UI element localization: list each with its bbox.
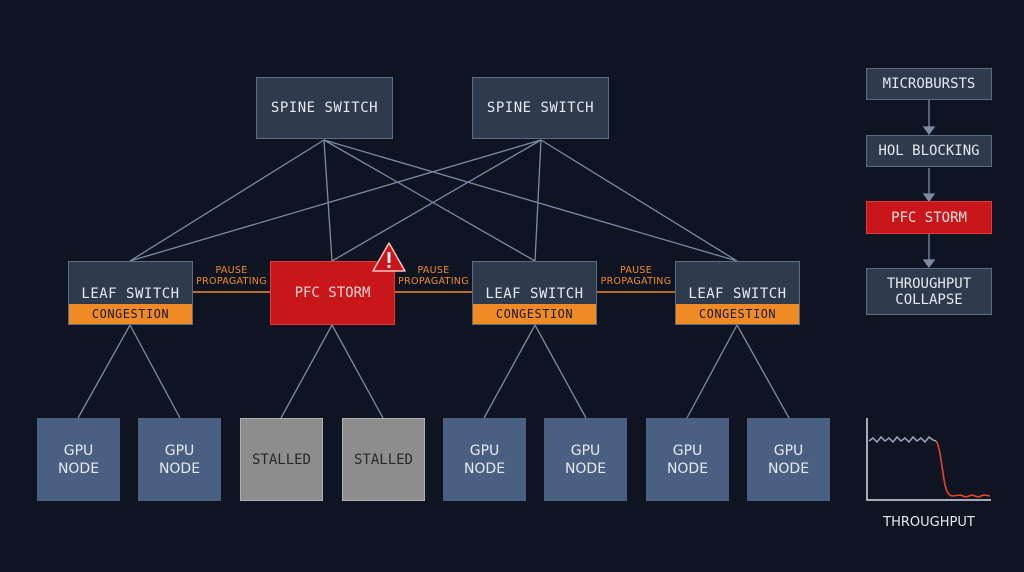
link-leaf1-node1	[77, 324, 131, 419]
flow-step-label: HOL BLOCKING	[878, 143, 980, 159]
link-leaf2-node6	[534, 324, 587, 419]
congestion-badge: CONGESTION	[473, 304, 596, 324]
flow-step-microbursts[interactable]: MICROBURSTS	[866, 68, 992, 100]
gpu-node-label: GPU NODE	[666, 442, 709, 477]
throughput-label: THROUGHPUT	[883, 515, 975, 530]
gpu-node-6[interactable]: GPU NODE	[747, 418, 830, 501]
stalled-node-label: STALLED	[353, 451, 413, 468]
leaf-switch-2[interactable]: LEAF SWITCH CONGESTION	[472, 261, 597, 325]
flow-step-hol-blocking[interactable]: HOL BLOCKING	[866, 135, 992, 167]
flow-step-throughput-collapse[interactable]: THROUGHPUT COLLAPSE	[866, 268, 992, 315]
gpu-node-1[interactable]: GPU NODE	[37, 418, 120, 501]
throughput-chart	[866, 418, 991, 501]
flow-step-label: PFC STORM	[891, 209, 967, 226]
gpu-node-3[interactable]: GPU NODE	[443, 418, 526, 501]
link-leaf3-node8	[736, 324, 790, 419]
pause-propagating-label: PAUSE PROPAGATING	[398, 265, 469, 287]
flow-step-pfc-storm[interactable]: PFC STORM	[866, 201, 992, 234]
flow-step-label: THROUGHPUT COLLAPSE	[886, 275, 972, 308]
link-spine1-leaf2	[323, 139, 536, 262]
congestion-badge: CONGESTION	[69, 304, 192, 324]
flow-step-label: MICROBURSTS	[882, 76, 976, 92]
arrow-icon	[922, 126, 936, 136]
gpu-node-label: GPU NODE	[463, 442, 506, 477]
gpu-node-label: GPU NODE	[158, 442, 201, 477]
spine-switch-1[interactable]: SPINE SWITCH	[256, 77, 393, 139]
leaf-switch-label: LEAF SWITCH	[688, 286, 787, 302]
leaf-switch-1[interactable]: LEAF SWITCH CONGESTION	[68, 261, 193, 325]
pause-propagating-label: PAUSE PROPAGATING	[600, 265, 672, 287]
congestion-badge: CONGESTION	[676, 304, 799, 324]
gpu-node-5[interactable]: GPU NODE	[646, 418, 729, 501]
link-spine2-pfc	[331, 139, 542, 262]
link-leaf2-node5	[483, 324, 536, 419]
gpu-node-label: GPU NODE	[57, 442, 100, 477]
spine-switch-2[interactable]: SPINE SWITCH	[472, 77, 609, 139]
gpu-node-label: GPU NODE	[767, 442, 810, 477]
link-leaf1-node2	[129, 324, 181, 419]
gpu-node-4[interactable]: GPU NODE	[544, 418, 627, 501]
stalled-node-label: STALLED	[251, 451, 311, 468]
throughput-line-normal	[868, 435, 937, 444]
link-spine2-leaf2	[534, 139, 542, 262]
link-spine1-leaf1	[129, 139, 325, 262]
stalled-node-1[interactable]: STALLED	[240, 418, 323, 501]
link-leaf3-node7	[686, 324, 738, 419]
pause-propagating-label: PAUSE PROPAGATING	[196, 265, 267, 287]
leaf-switch-3[interactable]: LEAF SWITCH CONGESTION	[675, 261, 800, 325]
link-spine2-leaf1	[129, 139, 542, 262]
throughput-line-collapse	[935, 440, 991, 498]
warning-icon	[372, 242, 406, 272]
throughput-axes	[866, 418, 991, 501]
stalled-node-2[interactable]: STALLED	[342, 418, 425, 501]
link-spine2-leaf3	[540, 139, 738, 262]
leaf-switch-label: LEAF SWITCH	[485, 286, 584, 302]
leaf-switch-label: LEAF SWITCH	[81, 286, 180, 302]
pfc-storm-label: PFC STORM	[294, 285, 371, 301]
gpu-node-label: GPU NODE	[564, 442, 607, 477]
spine-switch-label: SPINE SWITCH	[270, 100, 379, 116]
link-pfc-node4	[331, 324, 384, 419]
link-spine1-pfc	[323, 139, 333, 262]
link-spine1-leaf3	[323, 139, 738, 262]
arrow-icon	[922, 259, 936, 269]
arrow-icon	[922, 193, 936, 203]
link-pfc-node3	[280, 324, 333, 419]
spine-switch-label: SPINE SWITCH	[486, 100, 595, 116]
gpu-node-2[interactable]: GPU NODE	[138, 418, 221, 501]
